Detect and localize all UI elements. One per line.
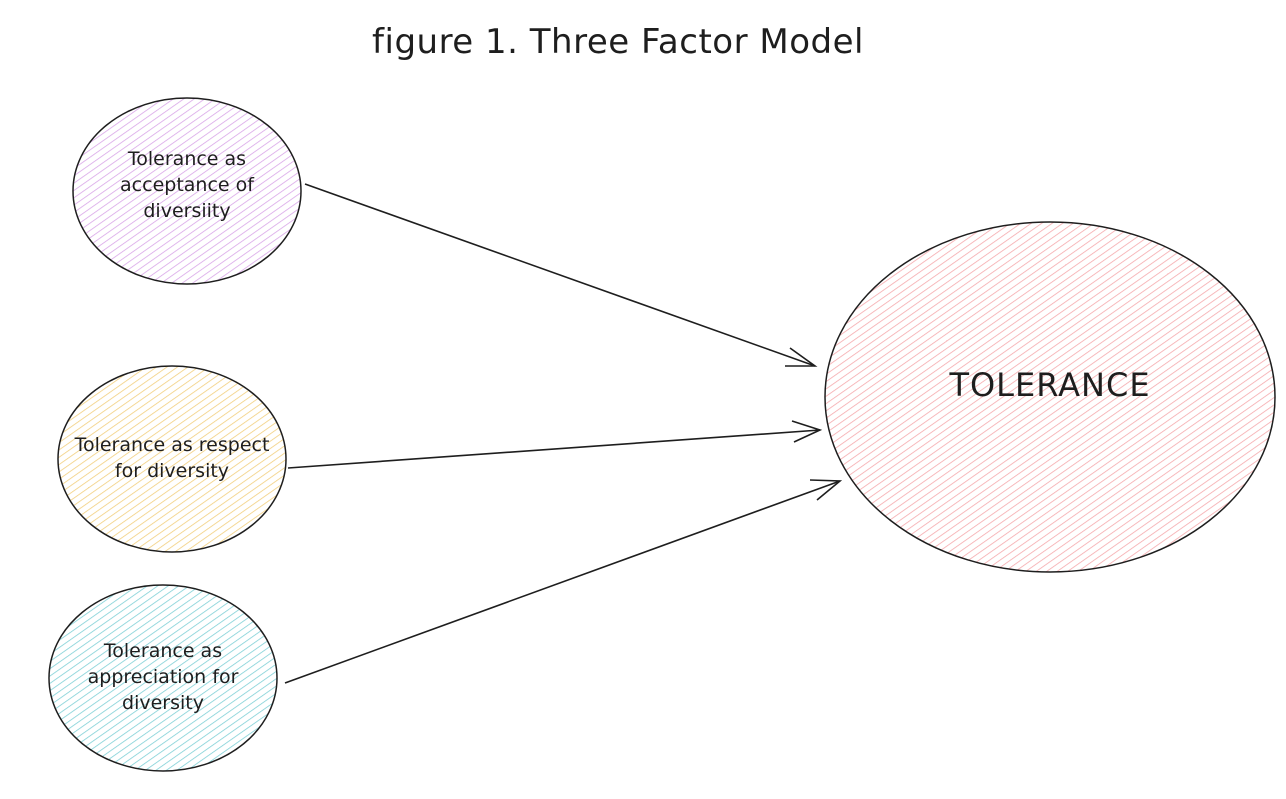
edge-respect-to-tolerance: [287, 420, 823, 469]
node-acceptance: [72, 97, 302, 285]
node-tolerance-label: TOLERANCE: [949, 366, 1151, 404]
edge-acceptance-to-tolerance: [304, 183, 818, 367]
node-acceptance-label: Tolerance as acceptance of diversiity: [120, 148, 254, 222]
diagram-title: figure 1. Three Factor Model: [372, 22, 864, 62]
arrowhead-icon: [791, 420, 823, 443]
node-respect-label: Tolerance as respect for diversity: [74, 434, 270, 482]
node-appreciation-shape: [48, 584, 278, 772]
node-acceptance-shape: [72, 97, 302, 285]
edge-line: [304, 183, 816, 367]
edge-line: [284, 480, 841, 684]
node-appreciation-label: Tolerance as appreciation for diversity: [87, 640, 239, 714]
node-respect: [57, 365, 287, 553]
node-tolerance-shape: [824, 221, 1276, 573]
node-tolerance: [824, 221, 1276, 573]
edge-appreciation-to-tolerance: [284, 479, 843, 684]
arrowhead-icon: [785, 347, 818, 367]
arrowhead-icon: [809, 479, 843, 501]
node-appreciation: [48, 584, 278, 772]
node-respect-shape: [57, 365, 287, 553]
edge-line: [287, 429, 821, 469]
